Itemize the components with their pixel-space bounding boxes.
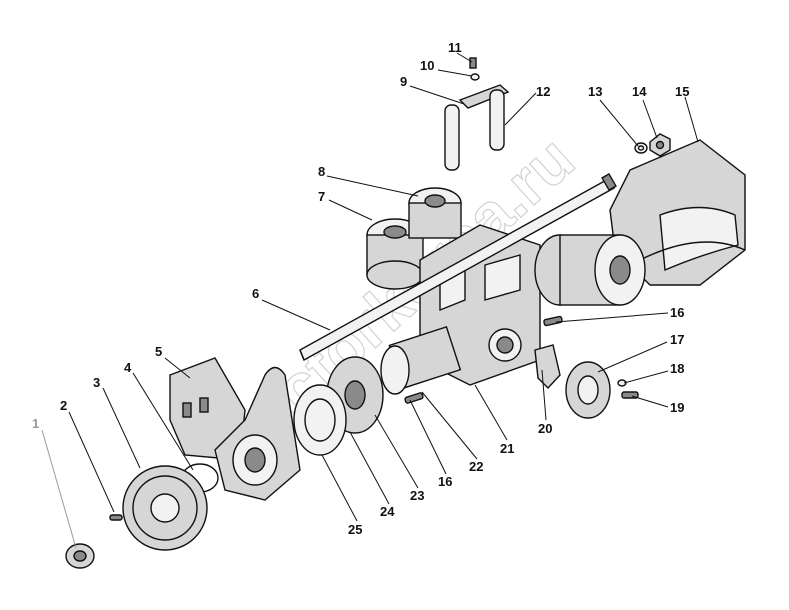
nut-14	[649, 133, 671, 157]
callout-19: 19	[670, 400, 684, 415]
bracket-5	[169, 357, 246, 461]
bearing-24	[293, 384, 347, 456]
callout-6: 6	[252, 286, 259, 301]
callout-9: 9	[400, 74, 407, 89]
callout-24: 24	[380, 504, 395, 519]
pulley-8	[408, 187, 462, 239]
cover-17	[565, 361, 611, 419]
callout-11: 11	[448, 40, 462, 55]
callout-16-lower: 16	[438, 474, 452, 489]
splined-hub-22	[380, 325, 462, 395]
washer-18	[617, 379, 627, 387]
callout-2: 2	[60, 398, 67, 413]
bolt-16-lower	[404, 392, 424, 404]
clutch-drum	[534, 234, 646, 306]
callout-1: 1	[32, 416, 39, 431]
callout-25: 25	[348, 522, 362, 537]
callout-21: 21	[500, 441, 514, 456]
housing-15	[609, 139, 746, 286]
callout-17: 17	[670, 332, 684, 347]
lever-arm	[214, 366, 301, 501]
key-2	[109, 514, 123, 521]
callout-14: 14	[632, 84, 647, 99]
fork-bracket-9	[444, 84, 510, 171]
callout-23: 23	[410, 488, 424, 503]
callout-18: 18	[670, 361, 684, 376]
collar-nut-1	[65, 543, 95, 569]
sprocket-3	[122, 465, 208, 551]
pulley-7	[366, 218, 424, 290]
callout-15: 15	[675, 84, 689, 99]
callout-labels: 1 2 3 4 5 6 7 8 9 10 11 12 13 14 15 16 1…	[32, 40, 689, 537]
bolt-16-upper	[543, 315, 563, 327]
callout-4: 4	[124, 360, 132, 375]
callout-8: 8	[318, 164, 325, 179]
callout-10: 10	[420, 58, 434, 73]
bracket-20	[534, 344, 561, 390]
callout-22: 22	[469, 459, 483, 474]
bolt-11	[469, 57, 480, 81]
leader-lines	[41, 52, 699, 549]
shaft-6	[299, 172, 617, 361]
callout-16-upper: 16	[670, 305, 684, 320]
callout-20: 20	[538, 421, 552, 436]
callout-7: 7	[318, 189, 325, 204]
callout-12: 12	[536, 84, 550, 99]
callout-13: 13	[588, 84, 602, 99]
callout-3: 3	[93, 375, 100, 390]
callout-5: 5	[155, 344, 162, 359]
